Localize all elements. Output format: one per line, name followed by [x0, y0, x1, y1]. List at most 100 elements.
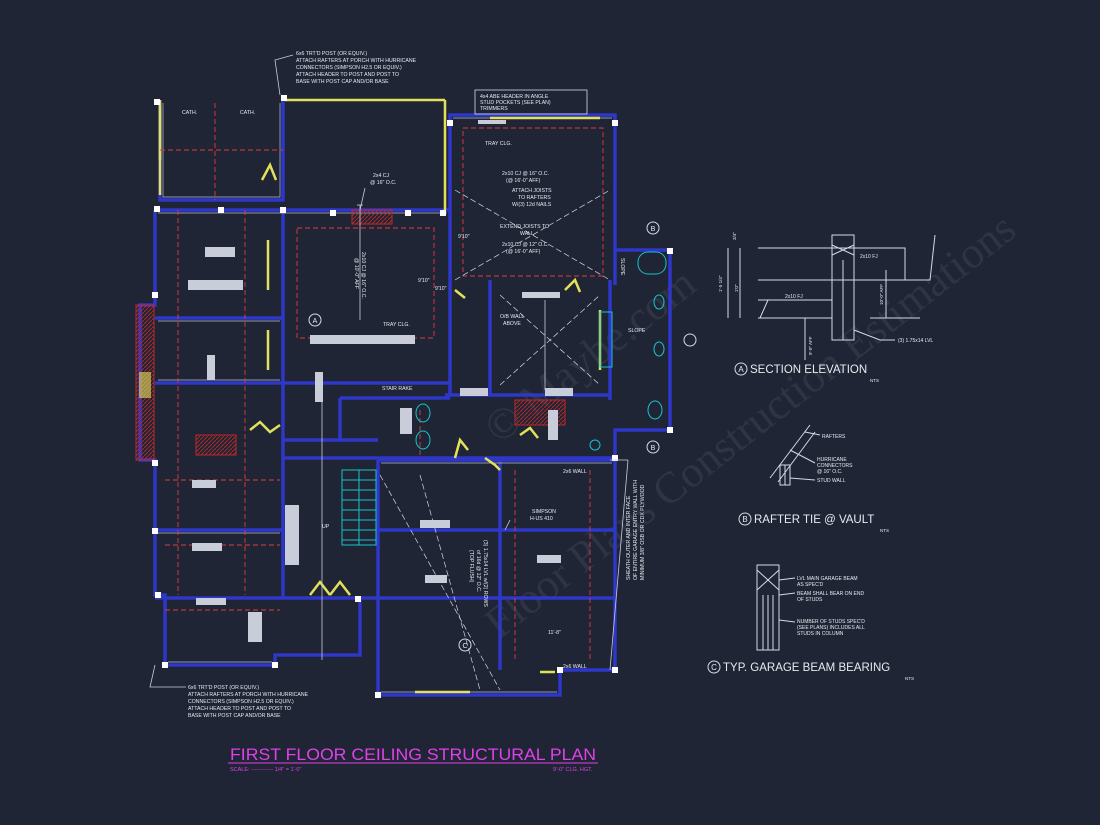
plan-circle-markers [308, 221, 697, 652]
garage-cj-3: (TOP FLUSH) [468, 550, 474, 583]
section-a-drawing [727, 234, 936, 360]
section-a-marker: A [738, 365, 744, 374]
plan-title: FIRST FLOOR CEILING STRUCTURAL PLAN [230, 745, 596, 764]
section-dim-r2: 9'-0" AFF [808, 336, 813, 355]
plan-marker-c: C [462, 643, 467, 650]
header-note-line-1: 4x4 ABE HEADER IN ANGLE [480, 94, 549, 100]
header-note-line-2: STUD POCKETS (SEE PLAN) [480, 100, 551, 106]
bottom-post-note-line-1: 6x6 TRT'D POST (OR EQUIV.) [188, 685, 259, 691]
beam-studs-2: (SEE PLANS) INCLUDES ALL [797, 625, 865, 631]
section-dim-r1: 10'-0" AFF [879, 284, 884, 305]
cj-mid-1: 2x10 CJ @ 12" O.C. [502, 242, 549, 248]
sheath-note-2: OF ENTIRE GARAGE ENTRY WALL WITH [633, 480, 639, 580]
bottom-post-note-line-3: CONNECTORS (SIMPSON H2.5 OR EQUIV.) [188, 699, 294, 705]
beam-lvl-1: LVL MAIN GARAGE BEAM [797, 576, 858, 582]
bottom-post-note-line-2: ATTACH RAFTERS AT PORCH WITH HURRICANE [188, 692, 309, 698]
beam-title: TYP. GARAGE BEAM BEARING [723, 662, 890, 674]
wall-bottom: 2x6 WALL [563, 664, 587, 670]
section-dim-mid: 1'-5 1/4" [718, 275, 723, 292]
header-note-line-3: TRIMMERS [480, 106, 508, 112]
cj-mid-2: (@ 16'-0" AFF) [506, 249, 541, 255]
cj-vertical-1: 2x10 CJ @ 16" O.C. [360, 252, 366, 299]
section-a-marker-circle [734, 362, 748, 376]
plan-marker-b-top: B [651, 226, 656, 233]
section-fj-top: 2x10 FJ [860, 254, 878, 260]
cj-small-1: 2x4 CJ [373, 173, 390, 179]
beam-bear-2: OF STUDS [797, 597, 823, 603]
slope-2: SLOPE [628, 328, 646, 334]
beam-lvl-2: AS SPEC'D [797, 582, 824, 588]
top-post-note-line-3: CONNECTORS (SIMPSON H2.5 OR EQUIV.) [296, 65, 402, 71]
cath-2: CATH. [240, 110, 255, 116]
bottom-post-note-line-5: BASE WITH POST CAP AND/OR BASE [188, 713, 281, 719]
rafter-hurricane-2: CONNECTORS [817, 463, 853, 469]
beam-studs-1: NUMBER OF STUDS SPEC'D [797, 619, 865, 625]
beam-marker: C [711, 663, 717, 672]
section-fj-left: 2x10 FJ [785, 294, 803, 300]
cj-vertical-2: @ 10'-0" AFF [353, 258, 359, 289]
cj-small-2: @ 16" O.C. [370, 180, 396, 186]
rafter-rafters: RAFTERS [822, 434, 846, 440]
rafter-marker: B [742, 515, 747, 524]
up-label: UP [322, 524, 330, 530]
plan-tags [188, 120, 573, 642]
beam-studs-3: STUDS IN COLUMN [797, 631, 844, 637]
beam-nts: NTS [905, 676, 914, 681]
plan-scale: SCALE: ------------ 1/4" = 1'-0" [230, 767, 301, 773]
dim-3: 9'10" [458, 234, 470, 240]
beam-marker-circle [707, 660, 721, 674]
dim-1: 9'10" [418, 278, 430, 284]
ob-wall-1: O/B WALL [500, 314, 524, 320]
beam-bear-1: BEAM SHALL BEAR ON END [797, 591, 864, 597]
plan-ceiling-height: 9'-0" CLG. HGT. [553, 767, 593, 773]
attach-joists-1: ATTACH JOISTS [512, 188, 552, 194]
garage-cj-1: (3) 1.75x14 LVL w/(2) ROWS [482, 540, 488, 607]
tray-clg-top: TRAY CLG. [485, 141, 512, 147]
plan-walls [138, 100, 672, 697]
rafter-stud: STUD WALL [817, 478, 846, 484]
plan-marker-a: A [313, 318, 318, 325]
wall-top: 2x6 WALL [563, 469, 587, 475]
plan-leaders [149, 54, 629, 688]
garage-beam-drawing [756, 564, 796, 651]
plan-fixtures [415, 251, 667, 451]
dim-garage: 11'-8" [548, 630, 561, 636]
top-post-note-line-5: BASE WITH POST CAP AND/OR BASE [296, 79, 389, 85]
cj-top-line-2: (@ 16'-0" AFF) [506, 178, 541, 184]
attach-joists-2: TO RAFTERS [518, 195, 551, 201]
cath-1: CATH. [182, 110, 197, 116]
top-post-note-line-2: ATTACH RAFTERS AT PORCH WITH HURRICANE [296, 58, 417, 64]
plan-diagonals [379, 189, 611, 691]
attach-joists-3: W/(3) 12d NAILS [512, 202, 552, 208]
section-a-title: SECTION ELEVATION [750, 364, 867, 376]
simpson-1: SIMPSON [532, 509, 556, 515]
plan-posts [152, 95, 673, 698]
section-dim-top: 3/4" [732, 232, 737, 240]
section-dim-side: 1'0" [734, 284, 739, 292]
section-lvl: (3) 1.75x14 LVL [898, 338, 933, 344]
plan-stairs [341, 469, 377, 546]
dim-2: 9'10" [435, 286, 447, 292]
rafter-nts: NTS [880, 528, 889, 533]
extend-joists-2: WALL [520, 231, 534, 237]
sheath-note-1: SHEATH OUTER AND INTER FACE [626, 495, 632, 580]
garage-cj-2: of 16d @ 12" O.C. [475, 550, 481, 592]
top-post-note-line-4: ATTACH HEADER TO POST AND POST TO [296, 72, 399, 78]
cj-top-line-1: 2x10 CJ @ 16" O.C. [502, 171, 549, 177]
header-note-box [474, 89, 588, 115]
section-a-nts: NTS [870, 378, 879, 383]
rafter-tie-drawing [769, 424, 821, 486]
simpson-2: H-US 410 [530, 516, 553, 522]
bottom-post-note-line-4: ATTACH HEADER TO POST AND POST TO [188, 706, 291, 712]
tray-clg-main: TRAY CLG. [383, 322, 410, 328]
plan-marker-b-bottom: B [651, 445, 656, 452]
ob-wall-2: ABOVE [503, 321, 521, 327]
rafter-marker-circle [738, 512, 752, 526]
rafter-hurricane-3: @ 16" O.C. [817, 469, 842, 475]
rafter-title: RAFTER TIE @ VAULT [754, 514, 874, 526]
stair-rake: STAIR RAKE [382, 386, 413, 392]
slope-1: SLOPE [619, 258, 625, 276]
rafter-hurricane-1: HURRICANE [817, 457, 847, 463]
extend-joists-1: EXTEND JOISTS TO [500, 224, 549, 230]
